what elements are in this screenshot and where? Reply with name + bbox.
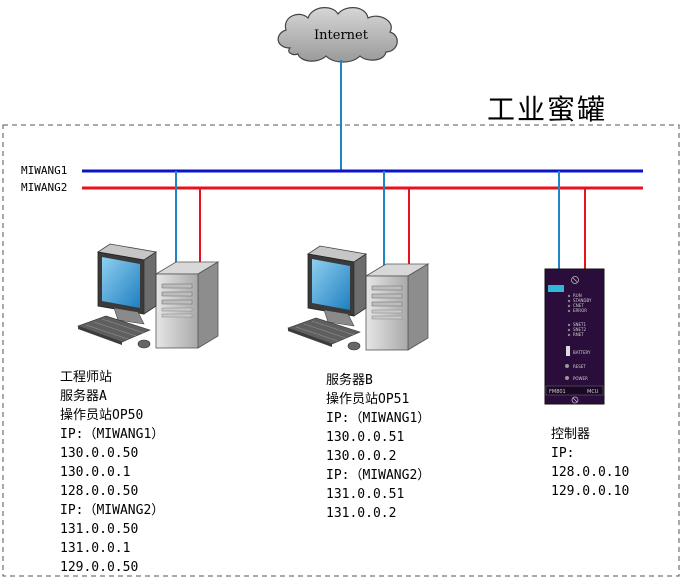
node-label-op50: 工程师站 服务器A 操作员站OP50 IP:（MIWANG1） 130.0.0.…	[60, 368, 164, 577]
tag-label: MCU	[587, 389, 599, 395]
op51-line: 130.0.0.51	[326, 430, 405, 445]
led-snet2: SNET2	[573, 327, 587, 332]
controller-line: IP:	[551, 446, 575, 461]
node-label-op51: 服务器B 操作员站OP51 IP:（MIWANG1） 130.0.0.51 13…	[326, 371, 430, 523]
controller-line: 128.0.0.10	[551, 465, 630, 480]
op51-line: 131.0.0.51	[326, 487, 405, 502]
op50-line: 131.0.0.50	[60, 522, 139, 537]
op51-line: 服务器B	[326, 373, 373, 388]
op50-line: 128.0.0.50	[60, 484, 139, 499]
bus-label-miwang1: MIWANG1	[21, 164, 68, 177]
op51-line: 操作员站OP51	[326, 392, 410, 407]
led-snet1: SNET1	[573, 322, 587, 327]
plc-controller-icon: RUN STANDBY CNET ERROR SNET1 SNET2 RNET …	[544, 268, 605, 405]
bus-label-miwang2: MIWANG2	[21, 181, 68, 194]
drop-lines	[175, 171, 586, 278]
cloud-icon	[277, 7, 398, 63]
op51-line: 130.0.0.2	[326, 449, 397, 464]
battery-label: BATTERY	[573, 350, 591, 355]
op50-line: IP:（MIWANG2）	[60, 503, 165, 518]
led-cnet: CNET	[573, 303, 584, 308]
desktop-computer-icon	[77, 243, 219, 349]
reset-label: RESET	[573, 364, 586, 369]
op51-line: 131.0.0.2	[326, 506, 397, 521]
op50-line: 131.0.0.1	[60, 541, 131, 556]
power-label: POWER	[573, 376, 588, 381]
model-label: FM801	[549, 389, 566, 395]
op51-line: IP:（MIWANG1）	[326, 411, 431, 426]
op50-line: 工程师站	[60, 370, 113, 385]
controller-line: 129.0.0.10	[551, 484, 630, 499]
op50-line: 操作员站OP50	[60, 408, 144, 423]
desktop-computer-icon	[287, 245, 429, 351]
led-rnet: RNET	[573, 332, 584, 337]
op50-line: IP:（MIWANG1）	[60, 427, 165, 442]
op50-line: 130.0.0.50	[60, 446, 139, 461]
op51-line: IP:（MIWANG2）	[326, 468, 431, 483]
op50-line: 服务器A	[60, 389, 107, 404]
controller-line: 控制器	[551, 427, 591, 442]
op50-line: 130.0.0.1	[60, 465, 131, 480]
internet-label: Internet	[314, 28, 368, 43]
op50-line: 129.0.0.50	[60, 560, 139, 575]
led-run: RUN	[573, 293, 582, 298]
honeypot-title: 工业蜜罐	[487, 93, 608, 126]
node-label-controller: 控制器 IP: 128.0.0.10 129.0.0.10	[551, 425, 629, 501]
led-error: ERROR	[573, 308, 587, 313]
led-standby: STANDBY	[573, 298, 592, 303]
